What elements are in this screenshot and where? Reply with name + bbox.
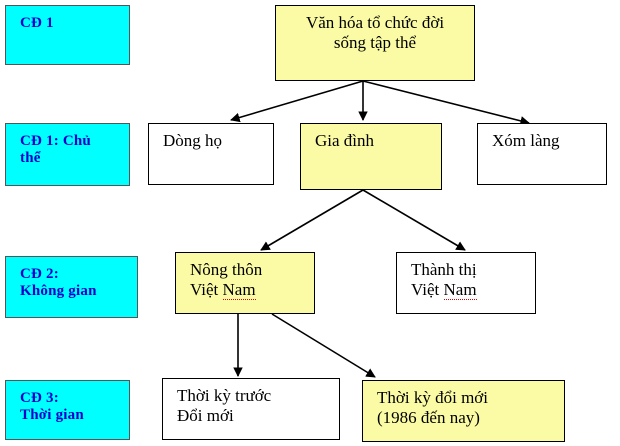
legend-chip-cd1-line1: CĐ 1 — [20, 15, 54, 31]
node-root[interactable]: Văn hóa tổ chức đời sống tập thể — [275, 5, 475, 81]
node-thanh-thi-line1: Thành thị — [411, 260, 477, 279]
edge-gia-dinh-to-thanh-thi — [362, 189, 466, 251]
node-thoi-ky-doi-moi[interactable]: Thời kỳ đổi mới (1986 đến nay) — [362, 380, 565, 442]
edge-root-to-xom-lang — [362, 80, 530, 126]
edge-root-to-dong-ho — [230, 80, 364, 123]
legend-chip-cd2-line1: CĐ 2: — [20, 266, 59, 282]
legend-chip-cd3-thoi-gian[interactable]: CĐ 3: Thời gian — [5, 380, 130, 440]
legend-chip-cd3-line2: Thời gian — [20, 407, 84, 424]
node-root-line2: sống tập thể — [333, 32, 417, 52]
node-thanh-thi-viet-nam[interactable]: Thành thị Việt Nam — [396, 252, 536, 314]
node-nong-thon-line2-spellcheck: Nam — [222, 279, 256, 300]
node-thoi-ky-truoc-line1: Thời kỳ trước — [177, 386, 272, 405]
node-thanh-thi-line2-spellcheck: Nam — [443, 279, 477, 300]
node-thoi-ky-truoc-line2: Đổi mới — [177, 405, 234, 425]
edge-nong-thon-to-thoi-ky-doi-moi — [271, 313, 376, 378]
legend-chip-cd1[interactable]: CĐ 1 — [5, 5, 130, 65]
legend-chip-cd2-khong-gian[interactable]: CĐ 2: Không gian — [5, 256, 138, 318]
edge-gia-dinh-to-nong-thon — [260, 189, 364, 251]
legend-chip-cd1-chu-the-line2: thể — [20, 150, 41, 167]
node-nong-thon-line1: Nông thôn — [190, 260, 263, 279]
node-nong-thon-viet-nam[interactable]: Nông thôn Việt Nam — [175, 252, 315, 314]
node-thoi-ky-doi-moi-line2: (1986 đến nay) — [377, 407, 480, 427]
node-thanh-thi-line2-prefix: Việt — [411, 279, 444, 299]
node-thoi-ky-truoc-doi-moi[interactable]: Thời kỳ trước Đổi mới — [162, 378, 340, 440]
node-nong-thon-line2-prefix: Việt — [190, 279, 223, 299]
node-xom-lang-label: Xóm làng — [492, 131, 560, 150]
node-dong-ho[interactable]: Dòng họ — [148, 123, 274, 185]
node-thanh-thi-line2: Việt Nam — [411, 279, 477, 300]
node-gia-dinh[interactable]: Gia đình — [300, 123, 442, 190]
legend-chip-cd3-line1: CĐ 3: — [20, 390, 59, 406]
node-dong-ho-label: Dòng họ — [163, 131, 223, 150]
legend-chip-cd1-chu-the[interactable]: CĐ 1: Chủ thể — [5, 123, 130, 186]
node-xom-lang[interactable]: Xóm làng — [477, 123, 607, 185]
node-nong-thon-line2: Việt Nam — [190, 279, 256, 300]
node-thoi-ky-doi-moi-line1: Thời kỳ đổi mới — [377, 388, 489, 407]
node-gia-dinh-label: Gia đình — [315, 131, 375, 150]
legend-chip-cd1-chu-the-line1: CĐ 1: Chủ — [20, 133, 91, 149]
node-root-line1: Văn hóa tổ chức đời — [305, 13, 445, 32]
legend-chip-cd2-line2: Không gian — [20, 283, 97, 300]
